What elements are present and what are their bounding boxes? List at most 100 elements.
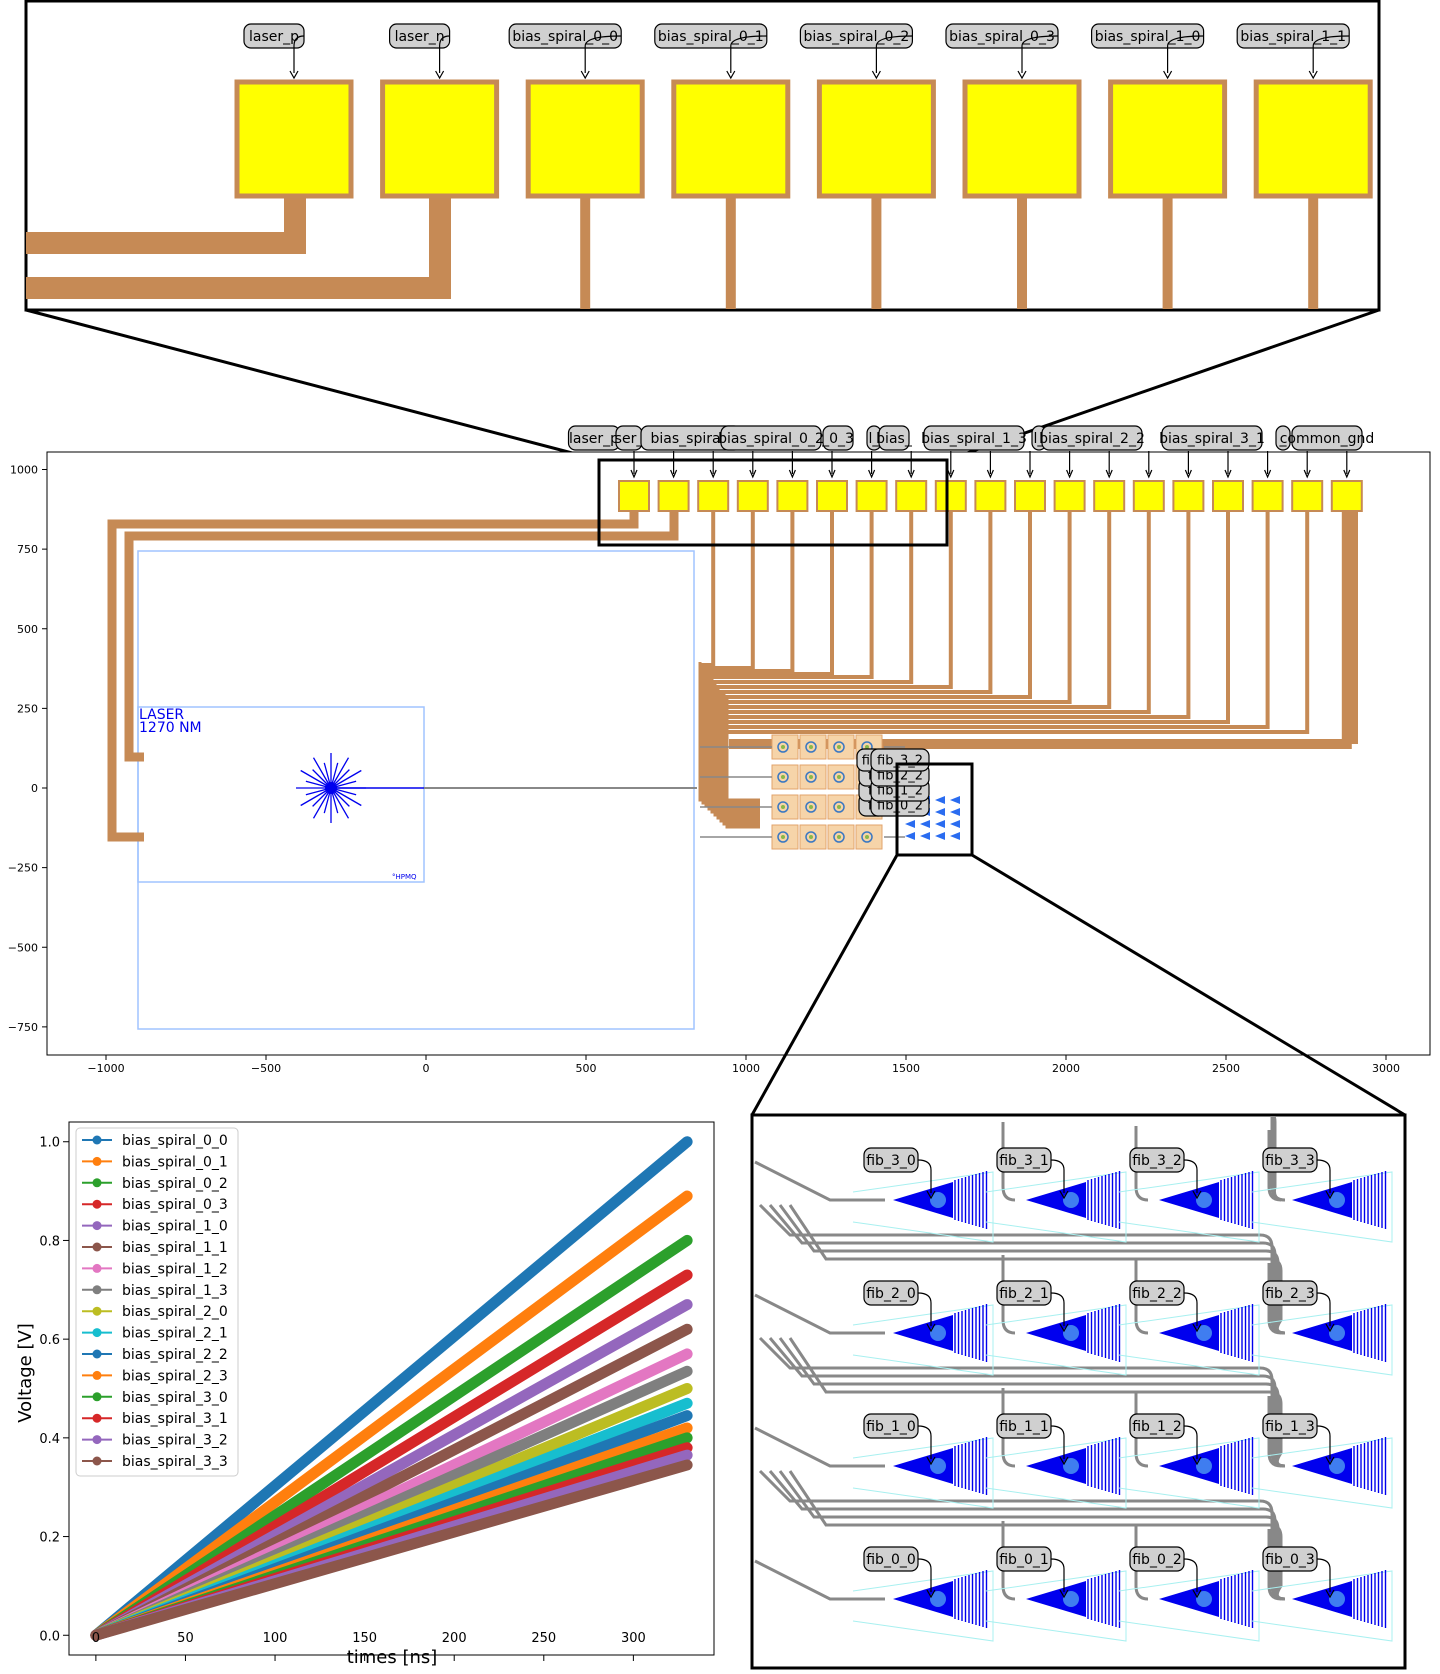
layout-pad-arrow-head [749,469,757,479]
coupler-marker [930,1458,946,1474]
coupler-outline [985,1304,1127,1376]
bond-pad [380,79,500,199]
pad-label-arrow-head [1163,70,1173,80]
grating-coupler-taper [1292,1182,1352,1218]
legend-label: bias_spiral_0_0 [122,1133,228,1149]
layout-pad-label: l_ [1034,431,1046,447]
fib-label-arrow [1316,1292,1331,1326]
coupler-marker [1329,1458,1345,1474]
zoom-waveguide-drop [1001,1255,1016,1335]
spiral-center [781,805,785,809]
spiral-coil [861,831,873,843]
layout-pad-label: l_ [869,431,881,447]
legend-marker [92,1285,102,1295]
legend-label: bias_spiral_0_2 [122,1176,228,1192]
coupler-marker [1329,1325,1345,1341]
coupler-outline [1118,1437,1260,1509]
layout-pad-label-box [822,425,854,451]
fib-label-arrow-head [1325,1190,1335,1200]
legend-label: bias_spiral_3_1 [122,1411,228,1427]
fib-label: fib_2_1 [999,1286,1049,1302]
pad-label: bias_spiral_0_0 [512,29,618,45]
coupler-outline [1118,1171,1260,1243]
pad-label: bias_spiral_1_0 [1095,29,1201,45]
fib-label-arrow [917,1425,932,1459]
zoom-waveguide-drop [1267,1263,1282,1335]
pad-label: bias_spiral_1_1 [1240,29,1346,45]
coupler-outline [1118,1304,1260,1376]
layout-pad-label: bias_spiral_ [651,431,733,447]
fib-label-arrow [917,1159,932,1193]
fiber-coupler-mini [935,832,945,840]
fib-label-arrow [917,1558,932,1592]
coupler-outline [985,1171,1127,1243]
legend-marker [92,1221,102,1231]
legend-label: bias_spiral_3_3 [122,1454,228,1470]
coupler-outline [852,1171,994,1243]
legend-label: bias_spiral_3_0 [122,1390,228,1406]
grating-coupler-taper [1159,1448,1219,1484]
legend-label: bias_spiral_1_1 [122,1240,228,1256]
fib-label-arrow [1316,1159,1331,1193]
zoom-connector-bottom-left [750,854,899,1116]
layout-pad-arrow-head [670,469,678,479]
fiber-coupler-mini [950,796,960,804]
chart-legend: bias_spiral_0_0bias_spiral_0_1bias_spira… [75,1127,239,1477]
bias-route [715,512,1072,704]
bias-route [717,512,1112,709]
spiral-coil [833,801,845,813]
layout-y-tick-label: 1000 [10,464,38,477]
fib-label: fib_0_3 [1265,1552,1315,1568]
legend-marker [92,1370,102,1380]
layout-pad-arrow-head [868,469,876,479]
layout-pad-arrow-head [1224,469,1232,479]
layout-bond-pad [1251,480,1284,512]
bias-route [709,512,953,689]
layout-bond-pad [816,480,848,512]
layout-y-tick-label: 500 [17,623,38,636]
legend-marker [92,1456,102,1466]
layout-bond-pad [1132,480,1165,512]
pad-label-arrow-head [726,70,736,80]
fib-label-arrow-head [1192,1190,1202,1200]
pad-label-arrow [1021,35,1059,73]
layout-x-tick-label: 2500 [1212,1062,1240,1075]
layout-x-tick-label: −500 [251,1062,281,1075]
layout-bond-pad [697,480,730,512]
fib-label-arrow [1316,1558,1331,1592]
pad-label-arrow-head [289,70,299,80]
bias-route [711,512,993,694]
zoom-waveguide-drop [1267,1529,1282,1601]
fib-label-arrow-head [1192,1589,1202,1599]
legend-label: bias_spiral_0_3 [122,1197,228,1213]
zoom-waveguide-drop [1001,1521,1016,1601]
fib-label-arrow-head [926,1190,936,1200]
spiral-coil [805,831,817,843]
layout-x-tick-label: 0 [423,1062,430,1075]
grating-coupler-taper [1292,1448,1352,1484]
bias-trace [725,195,736,309]
coupler-marker [1196,1591,1212,1607]
fiber-coupler-mini [950,808,960,816]
chart-x-tick-label: 50 [177,1631,194,1646]
layout-bond-pad [776,480,809,512]
zoom-waveguide-drop [1134,1259,1149,1335]
coupler-marker [1329,1192,1345,1208]
layout-bond-pad [974,480,1007,512]
layout-bond-pad [618,480,650,512]
coupler-outline [852,1304,994,1376]
coupler-marker [930,1591,946,1607]
chart-series [90,1136,693,1641]
legend-marker [92,1413,102,1423]
grating-coupler-taper [1026,1448,1086,1484]
pad-label-arrow-head [1017,70,1027,80]
bias-routes [698,510,1358,829]
bias-trace [580,195,591,309]
grating-coupler-taper [1026,1182,1086,1218]
legend-label: bias_spiral_1_0 [122,1219,228,1235]
fib-label-arrow [1050,1558,1065,1592]
fib-label: fib_1_0 [866,1419,916,1435]
legend-marker [92,1306,102,1316]
layout-pad-arrow-head [1026,469,1034,479]
fib-label-arrow [1050,1425,1065,1459]
